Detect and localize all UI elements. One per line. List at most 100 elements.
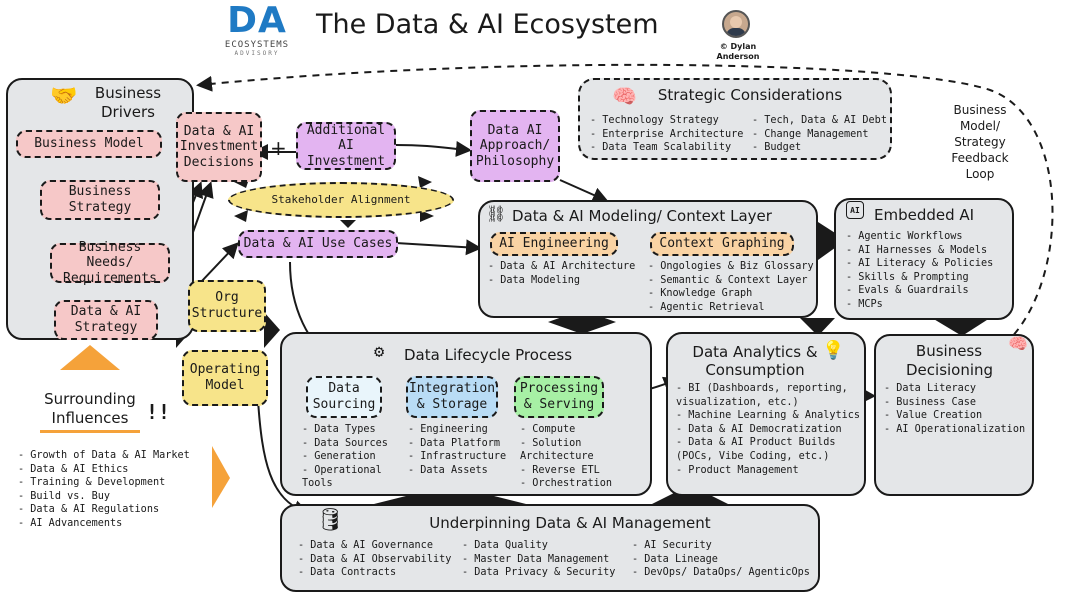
list-item: Data Contracts (298, 566, 451, 580)
analytics-list: BI (Dashboards, reporting, visualization… (676, 382, 862, 477)
handshake-icon: 🤝 (50, 84, 78, 109)
list-item: Data Literacy (884, 382, 1028, 396)
arrow-usecases-modeling (395, 239, 482, 256)
hierarchy-icon: ⛓ (486, 204, 507, 223)
list-item: Technology Strategy (590, 114, 743, 128)
arrow-approach-modeling (559, 179, 609, 203)
list-item: Data & AI Observability (298, 553, 451, 567)
lifecycle-title: Data Lifecycle Process (404, 346, 573, 364)
list-item: Evals & Guardrails (846, 284, 993, 298)
logo: DA ECOSYSTEMS ADVISORY (212, 2, 302, 60)
database-gear-icon: 🛢 (316, 508, 344, 533)
list-item: Agentic Retrieval (648, 301, 814, 315)
list-item: Data & AI Democratization (676, 423, 862, 437)
analytics-title: Data Analytics & Consumption (692, 343, 818, 379)
author-avatar (722, 10, 750, 38)
cycle-gear-icon: ⚙ (374, 342, 385, 362)
business-model-box: Business Model (16, 130, 162, 158)
brain-head-icon: 🧠 (612, 84, 637, 108)
list-item: Data Assets (408, 464, 508, 478)
list-item: Product Management (676, 464, 862, 478)
triangle-surrounding-up (60, 345, 120, 370)
list-item: Compute (520, 423, 616, 437)
management-col3: AI SecurityData LineageDevOps/ DataOps/ … (632, 539, 810, 580)
management-col2: Data QualityMaster Data ManagementData P… (462, 539, 615, 580)
list-item: Data Quality (462, 539, 615, 553)
arrow-additional-approach (395, 140, 472, 157)
list-item: Data & AI Product Builds (POCs, Vibe Cod… (676, 436, 862, 463)
strategic-title: Strategic Considerations (657, 86, 843, 104)
list-item: Data Team Scalability (590, 141, 743, 155)
list-item: Change Management (752, 128, 887, 142)
integration-storage-box: Integration & Storage (406, 376, 498, 418)
list-item: Business Case (884, 396, 1028, 410)
list-item: Data Modeling (488, 274, 635, 288)
context-graphing-box: Context Graphing (650, 232, 794, 256)
modeling-left-list: Data & AI ArchitectureData Modeling (488, 260, 635, 287)
list-item: Orchestration (520, 477, 616, 491)
list-item: Data Types (302, 423, 402, 437)
decisioning-list: Data LiteracyBusiness CaseValue Creation… (884, 382, 1028, 436)
management-col1: Data & AI GovernanceData & AI Observabil… (298, 539, 451, 580)
logo-subtitle-1: ECOSYSTEMS (224, 40, 290, 50)
business-strategy-box: Business Strategy (40, 180, 160, 220)
additional-ai-investment-box: Additional AI Investment (296, 122, 396, 170)
list-item: Value Creation (884, 409, 1028, 423)
processing-serving-box: Processing & Serving (514, 376, 604, 418)
strategic-col1: Technology StrategyEnterprise Architectu… (590, 114, 743, 155)
list-item: Skills & Prompting (846, 271, 993, 285)
investment-decisions-box: Data & AI Investment Decisions (176, 112, 262, 182)
list-item: Build vs. Buy (18, 490, 208, 504)
data-sourcing-box: Data Sourcing (306, 376, 382, 418)
list-item: Data Privacy & Security (462, 566, 615, 580)
list-item: AI Security (632, 539, 810, 553)
surrounding-title: Surrounding Influences (40, 390, 140, 433)
business-needs-box: Business Needs/ Requirements (50, 240, 170, 286)
lifecycle-col3: ComputeSolution ArchitectureReverse ETLO… (520, 423, 616, 491)
list-item: Generation (302, 450, 402, 464)
use-cases-box: Data & AI Use Cases (238, 230, 398, 258)
list-item: AI Literacy & Policies (846, 257, 993, 271)
lightbulb-icon: 💡 (822, 340, 845, 361)
thinking-head-icon: 🧠 (1008, 334, 1028, 353)
list-item: Data Platform (408, 437, 508, 451)
business-drivers-title: Business Drivers (94, 84, 162, 121)
stakeholder-corner-bl (234, 210, 248, 222)
list-item: Budget (752, 141, 887, 155)
modeling-title: Data & AI Modeling/ Context Layer (512, 207, 772, 225)
list-item: Reverse ETL (520, 464, 616, 478)
list-item: MCPs (846, 298, 993, 312)
surrounding-list: Growth of Data & AI MarketData & AI Ethi… (18, 449, 208, 531)
modeling-right-list: Ongologies & Biz GlossarySemantic & Cont… (648, 260, 814, 315)
list-item: Knowledge Graph (648, 287, 814, 301)
stakeholder-corner-b (340, 220, 356, 228)
list-item: DevOps/ DataOps/ AgenticOps (632, 566, 810, 580)
triangle-org-right (264, 312, 280, 348)
list-item: Enterprise Architecture (590, 128, 743, 142)
list-item: Data Lineage (632, 553, 810, 567)
ai-engineering-box: AI Engineering (490, 232, 618, 256)
org-structure-box: Org Structure (188, 280, 266, 332)
list-item: AI Advancements (18, 517, 208, 531)
list-item: Master Data Management (462, 553, 615, 567)
list-item: Data & AI Regulations (18, 503, 208, 517)
data-ai-strategy-box: Data & AI Strategy (54, 300, 158, 340)
embedded-title: Embedded AI (874, 206, 975, 224)
lifecycle-col1: Data TypesData SourcesGenerationOperatio… (302, 423, 402, 491)
ai-approach-box: Data AI Approach/ Philosophy (470, 110, 560, 182)
stakeholder-alignment: Stakeholder Alignment (228, 182, 454, 218)
list-item: Growth of Data & AI Market (18, 449, 208, 463)
list-item: Data & AI Architecture (488, 260, 635, 274)
embedded-list: Agentic WorkflowsAI Harnesses & ModelsAI… (846, 230, 993, 312)
list-item: AI Harnesses & Models (846, 244, 993, 258)
list-item: Semantic & Context Layer (648, 274, 814, 288)
list-item: Engineering (408, 423, 508, 437)
list-item: Infrastructure (408, 450, 508, 464)
list-item: Agentic Workflows (846, 230, 993, 244)
strategic-col2: Tech, Data & AI DebtChange ManagementBud… (752, 114, 887, 155)
list-item: BI (Dashboards, reporting, visualization… (676, 382, 862, 409)
plus-sign: + (270, 136, 287, 160)
feedback-loop-label: Business Model/ Strategy Feedback Loop (951, 103, 1009, 181)
logo-mark: DA (227, 0, 287, 41)
list-item: Tech, Data & AI Debt (752, 114, 887, 128)
